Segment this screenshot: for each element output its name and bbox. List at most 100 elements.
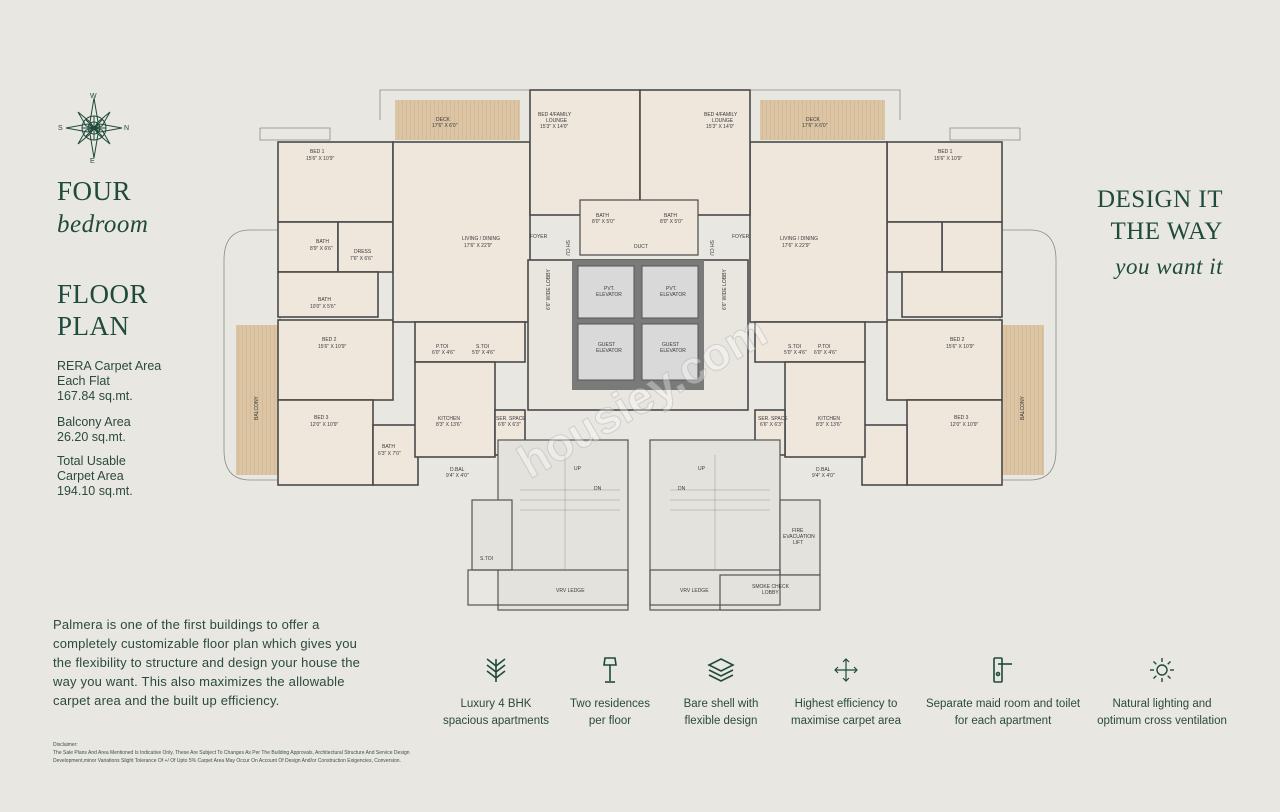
label-elevator-4: ELEVATOR <box>660 348 686 354</box>
label-bed4-right: BED 4/FAMILY <box>704 112 738 118</box>
feature-label: maximise carpet area <box>791 715 901 727</box>
label-balcony-left: BALCONY <box>254 395 260 420</box>
label-bed2-left: BED 2 <box>322 337 337 343</box>
feature-bare-shell: Bare shell with flexible design <box>646 655 796 730</box>
compass-e: E <box>90 158 95 164</box>
balcony-right <box>1002 325 1044 475</box>
label-fire2: EVACUATION <box>783 534 815 540</box>
label-bed4-size-left: 15'3" X 14'0" <box>540 124 568 130</box>
stairs <box>467 439 821 611</box>
feature-label: Two residences <box>570 698 650 710</box>
label-bath-left: BATH <box>316 239 329 245</box>
label-bed2-size-right: 15'6" X 10'9" <box>946 344 974 350</box>
right-flat <box>639 89 1003 486</box>
label-bed3-right: BED 3 <box>954 415 969 421</box>
feature-label: for each apartment <box>954 715 1052 727</box>
label-dn-right: DN <box>678 486 686 492</box>
label-pvt-elev-2: PVT. <box>666 286 677 292</box>
label-dress-size-left: 7'6" X 6'6" <box>350 256 373 262</box>
lamp-icon <box>603 657 617 683</box>
label-kitchen-right: KITCHEN <box>818 416 840 422</box>
label-bed3-left: BED 3 <box>314 415 329 421</box>
room-labels: BED 1 15'6" X 10'9" BED 1 15'6" X 10'9" … <box>254 112 1026 596</box>
description-line: Palmera is one of the first buildings to… <box>53 617 320 632</box>
feature-label: Separate maid room and toilet <box>925 698 1081 710</box>
balcony-left <box>236 325 278 475</box>
area-balcony: Balcony Area 26.20 sq.mt. <box>57 415 131 445</box>
label-bed1-left: BED 1 <box>310 149 325 155</box>
label-bed3-size-left: 12'0" X 10'9" <box>310 422 338 428</box>
label-deck-right: DECK <box>806 117 821 123</box>
label-deck-size-left: 17'6" X 6'0" <box>432 123 458 129</box>
label-bath4-size-left: 8'0" X 5'0" <box>592 219 615 225</box>
layers-icon <box>707 658 735 682</box>
label-fire1: FIRE <box>792 528 804 534</box>
feature-label: Luxury 4 BHK <box>460 698 532 710</box>
label-ser-size-right: 6'6" X 6'3" <box>760 422 783 428</box>
label-bed1-size-right: 15'6" X 10'9" <box>934 156 962 162</box>
label-dn-left: DN <box>594 486 602 492</box>
tagline-3: you want it <box>1115 254 1223 279</box>
label-kitchen-left: KITCHEN <box>438 416 460 422</box>
feature-label: Bare shell with <box>683 698 759 710</box>
label-bath-size-left: 8'9" X 6'6" <box>310 246 333 252</box>
label-smoke2: LOBBY <box>762 590 779 596</box>
label-balcony-right: BALCONY <box>1020 395 1026 420</box>
stair-treads <box>520 455 770 570</box>
heading-bedroom: bedroom <box>57 211 149 238</box>
description-line: completely customizable floor plan which… <box>53 636 358 651</box>
label-living-right: LIVING / DINING <box>780 236 818 242</box>
deck-left <box>395 100 520 140</box>
feature-label: Highest efficiency to <box>794 698 898 710</box>
label-bath4-right: BATH <box>664 213 677 219</box>
label-dbal-size-left: 9'4" X 4'0" <box>446 473 469 479</box>
feature-efficiency: Highest efficiency to maximise carpet are… <box>771 655 921 730</box>
label-duct: DUCT <box>634 244 648 250</box>
label-foyer-left: FOYER <box>530 234 548 240</box>
label-lobby-left: 6'6" WIDE LOBBY <box>546 269 552 310</box>
left-flat <box>277 89 641 486</box>
label-dbal-size-right: 9'4" X 4'0" <box>812 473 835 479</box>
label-ser-left: SER. SPACE <box>496 416 526 422</box>
label-bed3-size-right: 12'0" X 10'9" <box>950 422 978 428</box>
description-line: the flexibility to structure and design … <box>53 655 361 670</box>
label-ptoi-left: P.TOI <box>436 344 448 350</box>
label-vrv-left: VRV LEDGE <box>556 588 585 594</box>
description-line: carpet area and the built up efficiency. <box>53 693 280 708</box>
label-bed4-left: BED 4/FAMILY <box>538 112 572 118</box>
label-elevator-2: ELEVATOR <box>660 292 686 298</box>
area-balcony-label: Balcony Area <box>57 415 131 429</box>
feature-label: flexible design <box>684 715 758 727</box>
heading-plan: PLAN <box>57 311 130 341</box>
label-lobby-right: 6'6" WIDE LOBBY <box>722 269 728 310</box>
label-kitchen-size-right: 8'3" X 13'6" <box>816 422 842 428</box>
area-total: Total Usable Carpet Area 194.10 sq.mt. <box>57 454 133 499</box>
label-bath2-size-left: 10'0" X 5'6" <box>310 304 336 310</box>
label-bed1-size-left: 15'6" X 10'9" <box>306 156 334 162</box>
area-rera: RERA Carpet Area Each Flat 167.84 sq.mt. <box>57 359 161 404</box>
label-bath2-left: BATH <box>318 297 331 303</box>
area-total-label2: Carpet Area <box>57 469 124 483</box>
label-stoi-size-left: 5'0" X 4'6" <box>472 350 495 356</box>
label-bath3-size-left: 6'3" X 7'0" <box>378 451 401 457</box>
feature-maid-room: Separate maid room and toilet for each ap… <box>918 655 1088 730</box>
disclaimer-title: Disclaimer: <box>53 742 78 748</box>
label-bed1-right: BED 1 <box>938 149 953 155</box>
disclaimer-line: The Sale Plans And Area Mentioned Is Ind… <box>53 750 410 756</box>
label-bath4-size-right: 8'0" X 5'0" <box>660 219 683 225</box>
heading-four: FOUR <box>57 176 132 206</box>
label-elevator-1: ELEVATOR <box>596 292 622 298</box>
tagline-2: THE WAY <box>1110 218 1223 245</box>
compass-icon: W S N E <box>58 93 129 164</box>
label-fire3: LIFT <box>793 540 803 546</box>
label-smoke1: SMOKE CHECK <box>752 584 790 590</box>
label-shcu-left: SH CU <box>564 240 570 256</box>
label-stoi-left: S.TOI <box>476 344 489 350</box>
label-elevator-3: ELEVATOR <box>596 348 622 354</box>
label-foyer-right: FOYER <box>732 234 750 240</box>
label-bath4-left: BATH <box>596 213 609 219</box>
sun-icon <box>1150 658 1174 682</box>
label-living-size-left: 17'6" X 22'9" <box>464 243 492 249</box>
label-dbal-left: D.BAL <box>450 467 465 473</box>
